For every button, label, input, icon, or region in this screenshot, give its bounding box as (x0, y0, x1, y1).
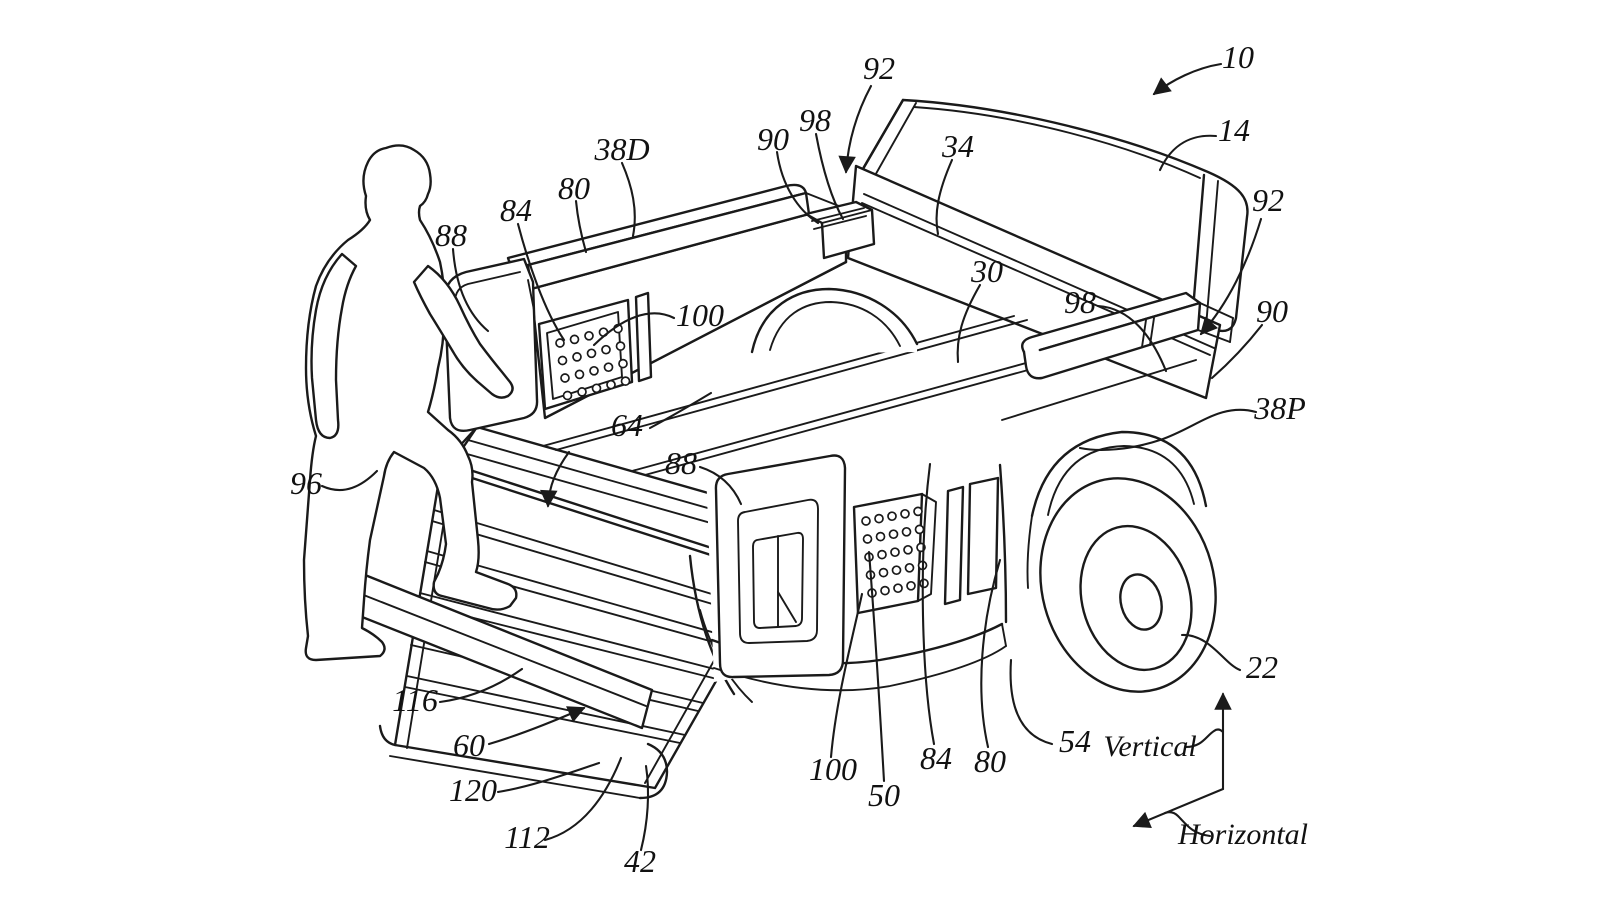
rear-wheel-fender (1026, 430, 1217, 693)
leader-50 (867, 550, 886, 783)
leader-22 (1180, 633, 1242, 672)
ref-label-60: 60 (453, 727, 485, 763)
ref-label-14: 14 (1218, 112, 1250, 148)
wheel-hump-interior (750, 287, 919, 354)
leader-96 (320, 469, 379, 491)
ref-label-100-bottom: 100 (809, 751, 857, 787)
leader-30 (956, 283, 982, 364)
wheel-rim (1079, 524, 1193, 672)
ref-label-116: 116 (392, 682, 438, 718)
leader-38P (1078, 408, 1258, 451)
ref-label-90-top: 90 (757, 121, 789, 157)
ref-label-34: 34 (941, 128, 974, 164)
arrow-ramp-deploy (540, 450, 571, 508)
rear-face (706, 452, 1008, 692)
ref-label-38D: 38D (593, 131, 649, 167)
leader-100-bottom (829, 592, 864, 759)
ref-label-98-top: 98 (799, 102, 831, 138)
axis-label-vertical: Vertical (1103, 730, 1196, 763)
leader-98-right (1096, 304, 1168, 373)
leader-98-top (814, 132, 845, 221)
leader-84-bottom (921, 462, 936, 746)
person-silhouette (302, 144, 518, 662)
truck-cab (858, 98, 1249, 333)
ref-label-22: 22 (1246, 649, 1278, 685)
ref-label-98-right: 98 (1064, 284, 1096, 320)
ref-label-92-top: 92 (863, 50, 895, 86)
person-body (302, 144, 518, 662)
ref-label-10: 10 (1222, 39, 1254, 75)
ref-label-50: 50 (868, 777, 900, 813)
leader-116 (438, 667, 524, 704)
arrow-92-top (838, 84, 873, 174)
ref-label-96: 96 (290, 465, 322, 501)
fender-arch (1030, 430, 1208, 518)
person-left-arm (310, 252, 358, 440)
leader-90-right (1210, 323, 1264, 380)
leader-lines (320, 132, 1264, 852)
leader-90-top (775, 150, 820, 225)
rear-perforated-panel (852, 492, 924, 615)
leader-34 (935, 158, 954, 236)
leader-42 (639, 764, 650, 852)
leader-120 (496, 761, 601, 794)
ref-label-30: 30 (970, 253, 1003, 289)
leader-horizontal (1163, 811, 1212, 838)
leader-14 (1158, 134, 1218, 172)
tail-light-lens (752, 531, 804, 629)
reference-labels: 10 14 92 98 90 34 38D 80 84 88 100 30 98… (290, 39, 1308, 879)
ref-label-92-right: 92 (1252, 182, 1284, 218)
arrow-92-right (1199, 217, 1263, 336)
right-rail-pad (1001, 291, 1234, 421)
wheel-hub (1119, 573, 1163, 631)
ref-label-84-bottom: 84 (920, 740, 952, 776)
ref-label-88-mid: 88 (665, 445, 697, 481)
left-wall-end-cap (443, 257, 539, 432)
leader-38D (620, 161, 636, 238)
leader-88-mid (698, 465, 743, 506)
ref-label-90-right: 90 (1256, 293, 1288, 329)
leader-88-top (451, 247, 490, 333)
leader-100-top (592, 312, 676, 347)
leader-80-bottom (980, 558, 1002, 749)
ref-label-64: 64 (611, 407, 643, 443)
horizontal-axis-arrow (1132, 787, 1225, 829)
wheel-tire (1039, 477, 1217, 693)
leader-80-top (574, 199, 588, 254)
ref-label-112: 112 (504, 819, 550, 855)
person-right-arm (412, 264, 514, 399)
left-bed-wall (443, 183, 876, 432)
ref-label-38P: 38P (1253, 390, 1306, 426)
leader-112 (543, 756, 623, 842)
leader-60 (487, 706, 586, 746)
ref-label-120: 120 (449, 772, 497, 808)
ref-label-88-top: 88 (435, 217, 467, 253)
ref-label-42: 42 (624, 843, 656, 879)
ref-label-100-top: 100 (676, 297, 724, 333)
ref-label-84-top: 84 (500, 192, 532, 228)
leader-54 (1009, 658, 1054, 746)
ref-label-54: 54 (1059, 723, 1091, 759)
arrow-10 (1152, 62, 1223, 96)
ramp-assembly (338, 466, 778, 800)
direction-arrows (540, 62, 1263, 508)
leader-vertical (1184, 728, 1225, 749)
leader-84-top (516, 222, 566, 342)
axis-indicator (1132, 692, 1232, 838)
ref-label-80-bottom: 80 (974, 743, 1006, 779)
leader-64 (648, 391, 713, 430)
ref-label-80-top: 80 (558, 170, 590, 206)
rear-panel-dots (861, 506, 929, 598)
tail-light-assembly (714, 454, 847, 679)
axis-label-horizontal: Horizontal (1177, 818, 1308, 851)
